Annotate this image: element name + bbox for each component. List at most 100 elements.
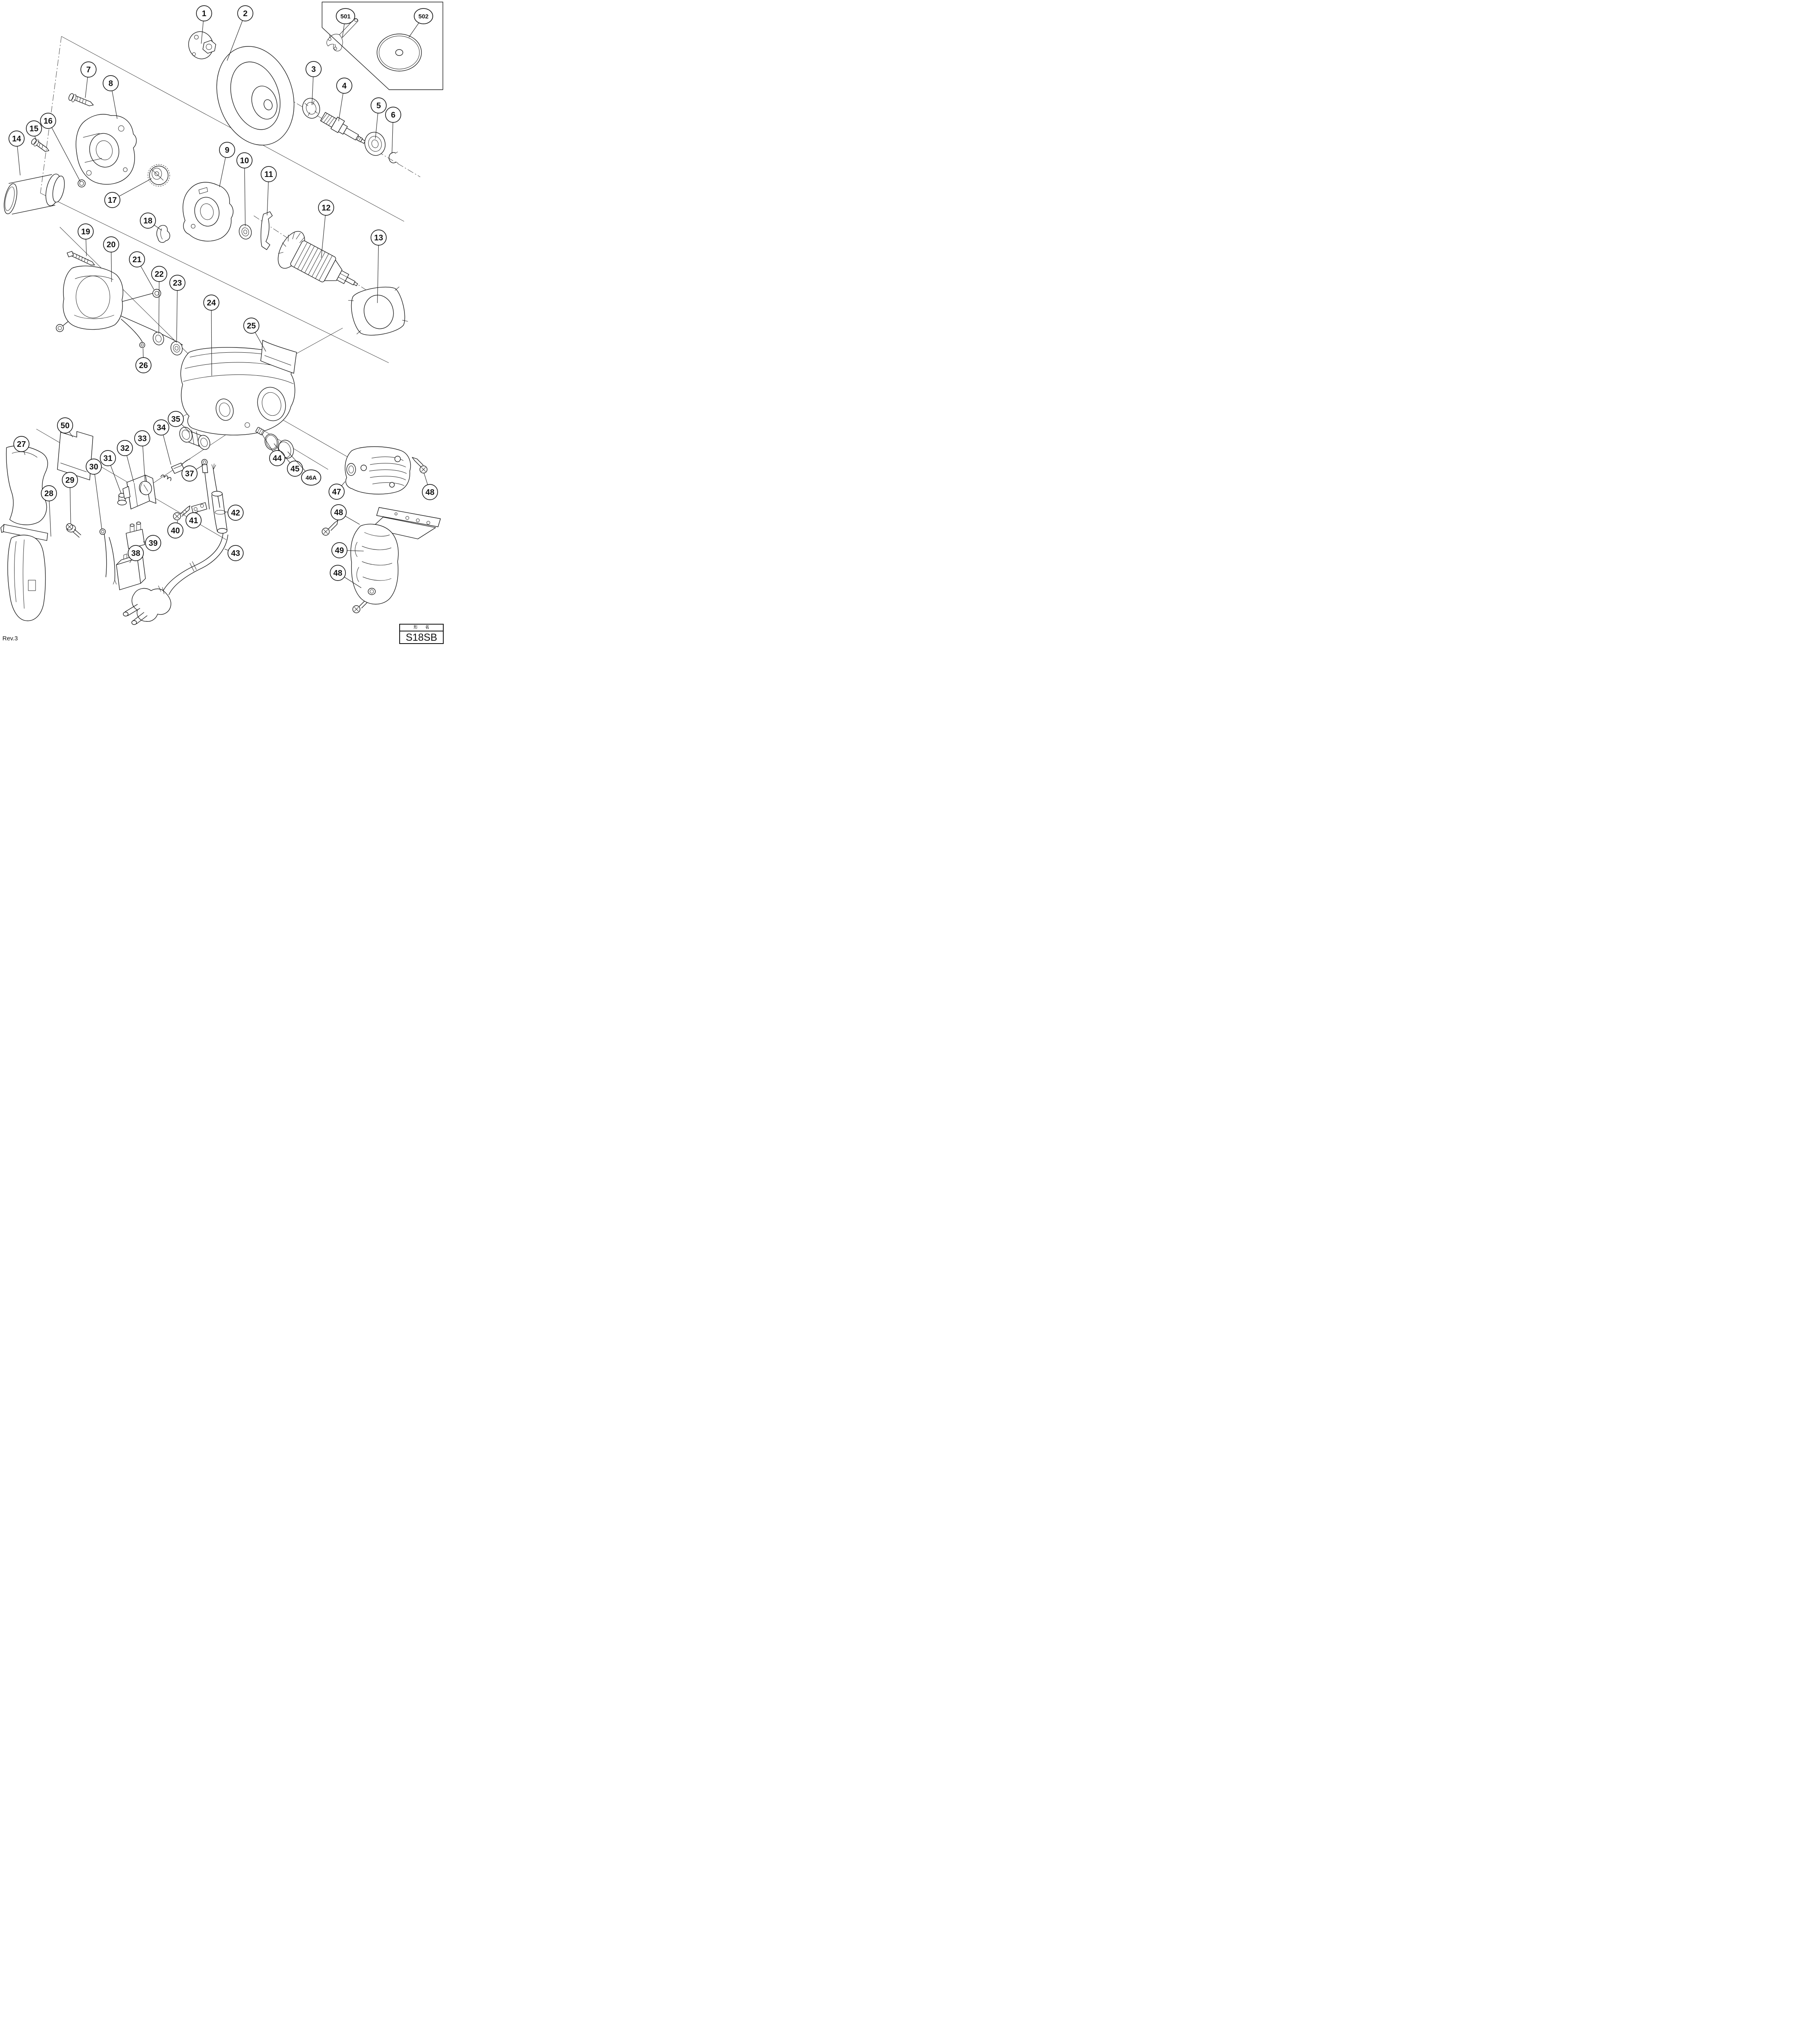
svg-text:33: 33 [138,434,147,443]
callout-48: 48 [422,472,438,500]
part-screw-48b-drawing [322,520,338,536]
callout-30: 30 [86,459,102,530]
part-circlip-drawing [388,152,398,164]
part-rubber-pad-drawing [216,46,295,145]
sanding-disc-drawing [377,34,422,72]
part-handle-cover-drawing [0,524,48,621]
callout-37: 37 [181,465,204,482]
revision-label: Rev.3 [2,635,18,642]
part-brush-cap-drawing [139,481,152,495]
pin-wrench-drawing [327,18,358,51]
svg-text:13: 13 [374,234,383,242]
callout-41: 41 [185,510,202,528]
part-internal-wire-drawing [201,459,220,509]
part-name-plate-drawing [260,340,297,374]
callout-21: 21 [129,251,154,290]
svg-text:40: 40 [171,526,180,535]
part-gear-drawing [147,164,170,187]
svg-text:30: 30 [89,463,98,471]
part-gear-cover-drawing [76,114,137,185]
svg-text:48: 48 [334,508,343,517]
svg-text:20: 20 [107,240,116,249]
svg-text:49: 49 [335,546,344,555]
callout-16: 16 [40,113,81,182]
part-screw-7-drawing [68,93,94,106]
part-cord-armor-drawing [211,491,227,534]
svg-text:35: 35 [171,415,180,424]
svg-text:23: 23 [173,279,182,288]
svg-text:32: 32 [120,444,129,453]
part-tail-cover-drawing [345,446,411,494]
part-pin-drawing [255,427,265,436]
svg-text:15: 15 [29,124,38,133]
svg-text:26: 26 [139,361,148,370]
part-armature-drawing [278,231,358,286]
svg-text:5: 5 [376,101,381,110]
callout-9: 9 [219,142,235,187]
svg-text:7: 7 [86,65,91,74]
svg-text:34: 34 [157,423,166,432]
callout-24: 24 [203,295,219,376]
callout-12: 12 [318,200,334,258]
svg-text:17: 17 [108,196,117,205]
callout-47: 47 [329,481,345,500]
part-carbon-brush-drawing [160,459,190,481]
part-side-handle-drawing [4,174,65,215]
part-terminal-wire-drawing [99,528,117,585]
part-screw-29-drawing [66,523,81,538]
svg-text:4: 4 [342,82,347,90]
svg-text:10: 10 [240,156,249,165]
callout-2: 2 [227,5,253,61]
part-screw-15-drawing [31,138,49,152]
callout-7: 7 [80,61,97,98]
callout-46A: 46A [287,451,321,486]
part-ball-bearing-5-drawing [364,132,385,156]
svg-text:24: 24 [207,299,216,307]
callout-14: 14 [8,130,25,176]
callout-29: 29 [62,472,78,524]
callout-27: 27 [13,436,29,455]
svg-text:50: 50 [61,421,70,430]
svg-text:12: 12 [322,204,331,213]
svg-text:29: 29 [65,476,74,485]
callout-42: 42 [225,505,244,521]
callout-26: 26 [135,348,152,373]
svg-text:502: 502 [418,13,428,20]
part-fan-guide-drawing [348,286,408,336]
part-power-cord-drawing [123,533,228,625]
callout-6: 6 [385,107,401,154]
part-packing-gland-drawing [183,182,234,242]
svg-text:2: 2 [243,9,247,18]
svg-text:39: 39 [149,539,158,548]
part-wheel-washer-drawing [188,31,216,59]
callout-50: 50 [57,417,73,438]
svg-text:31: 31 [103,454,112,463]
svg-text:27: 27 [17,440,26,449]
exploded-view-drawing: 1234567891011121314151617181920212223242… [0,2,443,625]
callout-19: 19 [78,223,94,257]
svg-text:46A: 46A [305,474,317,481]
callout-38: 38 [128,545,144,563]
part-grip-drawing [350,507,441,605]
svg-text:9: 9 [225,146,229,155]
svg-text:41: 41 [189,516,198,525]
callout-43: 43 [224,545,244,561]
svg-text:19: 19 [81,227,90,236]
part-ball-bearing-23-drawing [171,341,183,356]
svg-text:22: 22 [155,270,164,279]
svg-text:38: 38 [131,549,140,558]
part-ring-drawing [264,433,279,450]
callout-502: 502 [409,8,433,38]
callout-35: 35 [168,411,190,433]
callout-4: 4 [336,78,352,122]
callout-48: 48 [330,565,362,588]
callout-44: 44 [261,433,285,466]
part-o-ring-drawing [78,179,86,187]
svg-text:11: 11 [264,170,273,179]
svg-text:501: 501 [340,13,350,20]
callout-10: 10 [236,152,253,227]
svg-text:6: 6 [391,111,395,120]
part-stator-drawing [56,265,183,348]
